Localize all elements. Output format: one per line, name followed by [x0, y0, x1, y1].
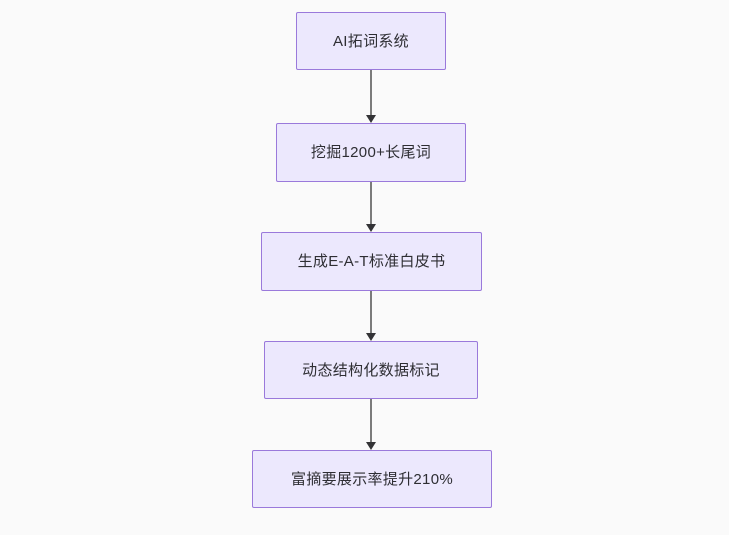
flow-node-label: 富摘要展示率提升210%: [291, 470, 453, 488]
flow-node-label: 生成E-A-T标准白皮书: [297, 253, 446, 270]
flow-node-dynamic-structured-data-markup[interactable]: 动态结构化数据标记: [264, 341, 478, 399]
edge-line: [370, 399, 372, 442]
flow-node-ai-keyword-system[interactable]: AI拓词系统: [296, 12, 446, 70]
flow-node-generate-eat-whitepaper[interactable]: 生成E-A-T标准白皮书: [261, 232, 482, 291]
arrowhead-icon: [365, 224, 376, 232]
edge-line: [370, 70, 372, 115]
flow-node-mine-longtail-keywords[interactable]: 挖掘1200+长尾词: [276, 123, 466, 182]
flow-node-label: 挖掘1200+长尾词: [310, 144, 432, 161]
edge-line: [370, 291, 372, 333]
arrowhead-icon: [365, 442, 376, 450]
flow-node-label: 动态结构化数据标记: [302, 361, 440, 379]
edge-line: [370, 182, 372, 224]
arrowhead-icon: [365, 115, 376, 123]
flow-node-rich-snippet-impression-uplift[interactable]: 富摘要展示率提升210%: [252, 450, 492, 508]
arrowhead-icon: [365, 333, 376, 341]
flow-node-label: AI拓词系统: [333, 32, 409, 50]
